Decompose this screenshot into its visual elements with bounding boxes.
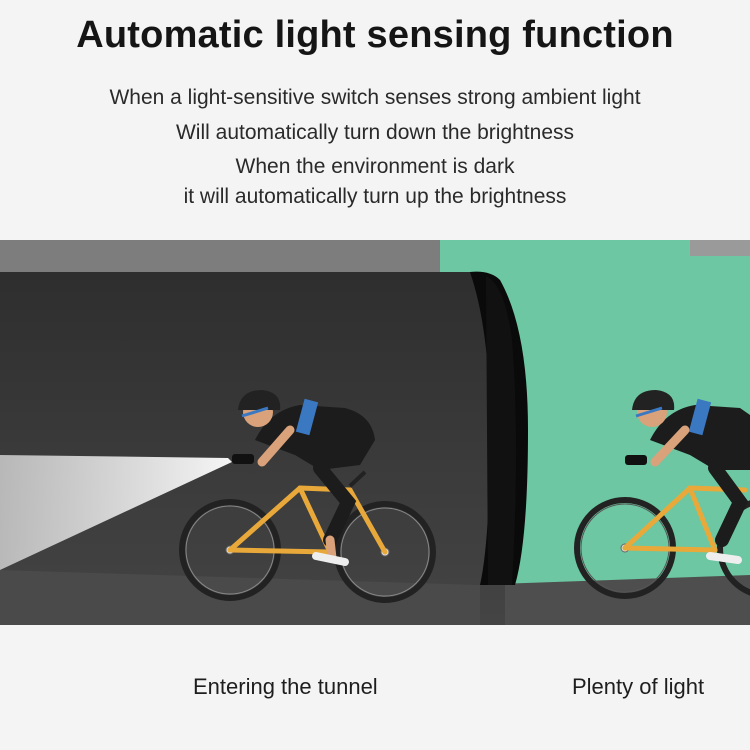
description-line-3: When the environment is dark — [235, 155, 515, 178]
caption-entering-tunnel: Entering the tunnel — [193, 674, 378, 699]
description-line-4: it will automatically turn up the bright… — [183, 185, 567, 208]
description-line-1: When a light-sensitive switch senses str… — [109, 86, 641, 109]
description-line-2: Will automatically turn down the brightn… — [175, 121, 574, 144]
tunnel-scene-illustration — [0, 240, 750, 625]
cyclist-in-tunnel — [179, 390, 436, 603]
headlight-beam — [0, 455, 232, 570]
front-wheel-right — [717, 500, 750, 596]
helmet — [238, 390, 281, 410]
cyclist-in-daylight — [574, 390, 750, 599]
page-title: Automatic light sensing function — [76, 14, 674, 56]
caption-plenty-of-light: Plenty of light — [572, 674, 705, 699]
bike-light — [232, 454, 254, 464]
